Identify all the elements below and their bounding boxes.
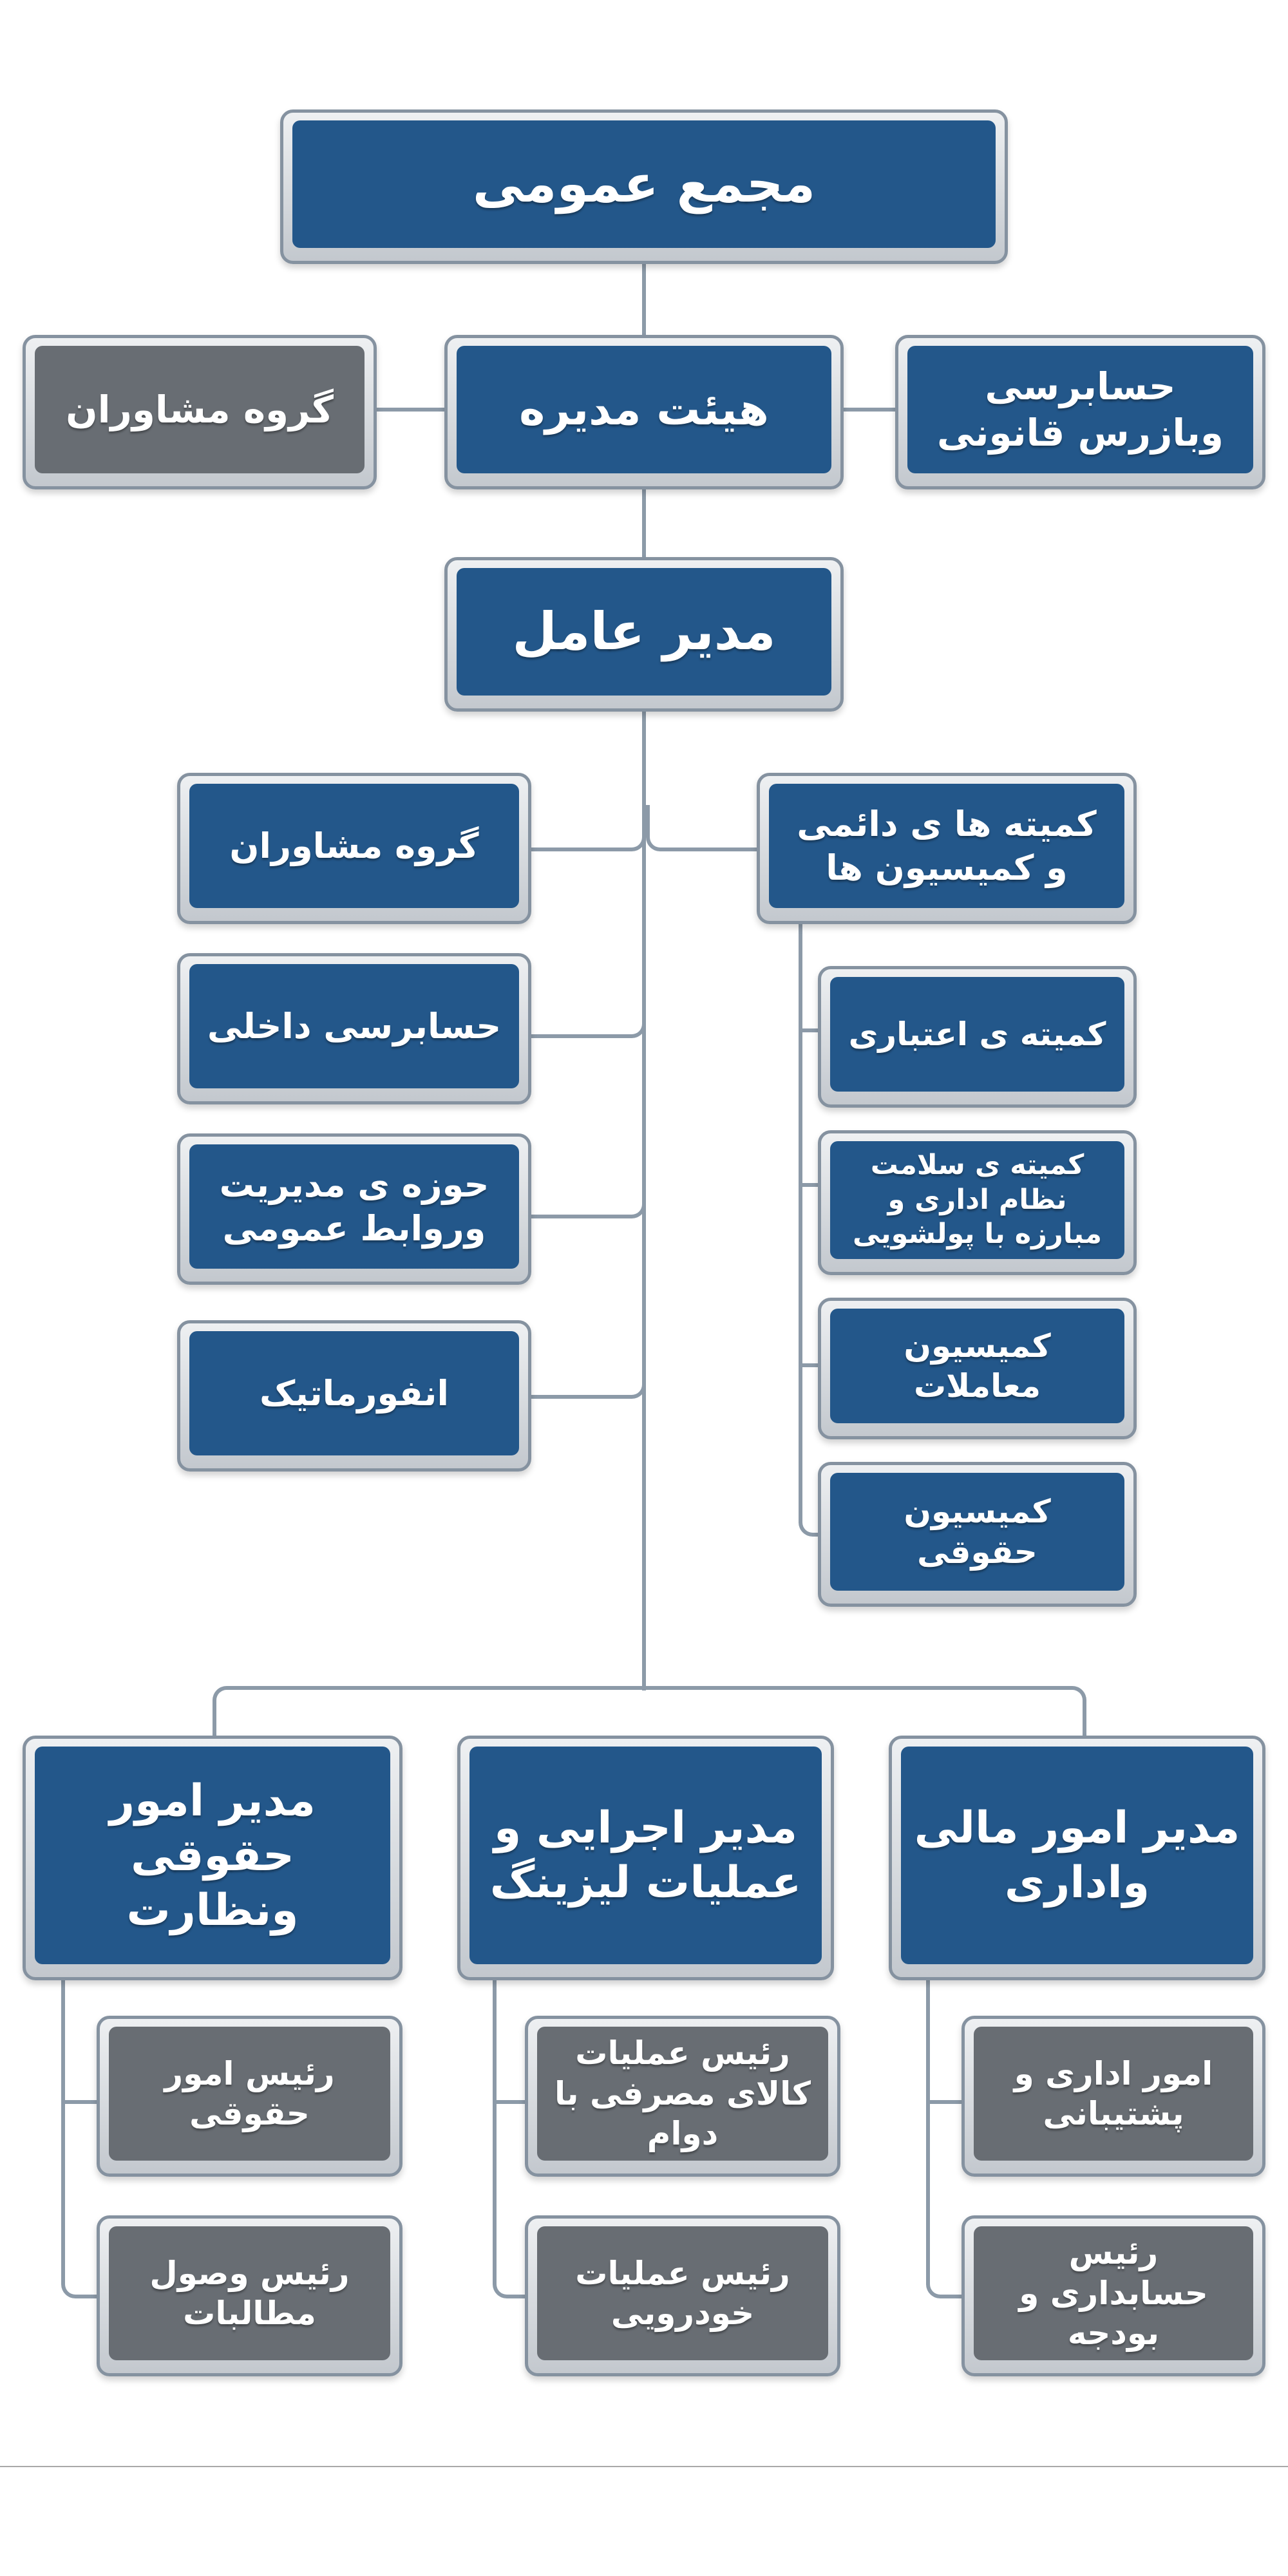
node-label: رئیس حسابداری و بودجه [974, 2226, 1253, 2360]
node-statutory-auditor[interactable]: حسابرسی وبازرس قانونی [895, 335, 1265, 489]
node-label: امور اداری و پشتیبانی [974, 2027, 1253, 2161]
node-head-collections[interactable]: رئیس وصول مطالبات [97, 2215, 402, 2376]
connector-committee-health [802, 1183, 822, 1187]
connector-staff-pr [528, 1172, 646, 1218]
node-general-assembly[interactable]: مجمع عمومی [280, 109, 1008, 264]
connector-staff-it [528, 1352, 646, 1399]
node-label: مجمع عمومی [292, 120, 996, 248]
connector-ops-sub2 [493, 2096, 532, 2298]
connector-committees [646, 805, 766, 851]
connector-committee-credit [802, 1028, 822, 1032]
node-label: مدیر امور مالی واداری [901, 1747, 1253, 1964]
node-label: کمیته ی اعتباری [830, 977, 1124, 1092]
connector-finance-sub2 [926, 2096, 969, 2298]
node-head-vehicle-operations[interactable]: رئیس عملیات خودرویی [525, 2215, 840, 2376]
node-label: حسابرسی داخلی [189, 964, 519, 1088]
node-legal-commission[interactable]: کمیسیون حقوقی [818, 1462, 1137, 1607]
connector-staff-internal-audit [528, 992, 646, 1038]
connector-finance-sub1 [926, 1980, 969, 2104]
node-admin-health-committee[interactable]: کمیته ی سلامت نظام اداری و مبارزه با پول… [818, 1130, 1137, 1275]
node-finance-admin-manager[interactable]: مدیر امور مالی واداری [889, 1736, 1265, 1980]
node-label: کمیته ی سلامت نظام اداری و مبارزه با پول… [830, 1141, 1124, 1259]
node-ceo[interactable]: مدیر عامل [444, 557, 844, 712]
node-management-pr[interactable]: حوزه ی مدیریت وروابط عمومی [177, 1133, 531, 1285]
page-divider [0, 2466, 1288, 2467]
node-label: مدیر عامل [457, 568, 831, 696]
node-internal-audit[interactable]: حسابرسی داخلی [177, 953, 531, 1104]
node-legal-supervision-manager[interactable]: مدیر امور حقوقی ونظارت [23, 1736, 402, 1980]
node-transactions-commission[interactable]: کمیسیون معاملات [818, 1298, 1137, 1439]
node-board-of-directors[interactable]: هیئت مدیره [444, 335, 844, 489]
connector-advisory-board [374, 408, 448, 412]
node-label: انفورماتیک [189, 1331, 519, 1455]
node-committees-header[interactable]: کمیته ها ی دائمی و کمیسیون ها [757, 773, 1137, 924]
connector-board-ceo [642, 484, 646, 562]
node-admin-support[interactable]: امور اداری و پشتیبانی [961, 2016, 1265, 2177]
node-leasing-operations-manager[interactable]: مدیر اجرایی و عملیات لیزینگ [457, 1736, 834, 1980]
connector-committees-spine [799, 924, 802, 1523]
node-informatics[interactable]: انفورماتیک [177, 1320, 531, 1472]
node-ceo-advisory-group[interactable]: گروه مشاوران [177, 773, 531, 924]
connector-assembly-board [642, 261, 646, 341]
connector-legal-sub2 [61, 2096, 104, 2298]
node-head-accounting-budget[interactable]: رئیس حسابداری و بودجه [961, 2215, 1265, 2376]
node-label: حوزه ی مدیریت وروابط عمومی [189, 1144, 519, 1269]
connector-committee-legal [799, 1501, 826, 1537]
node-label: گروه مشاوران [35, 346, 365, 473]
node-label: گروه مشاوران [189, 784, 519, 908]
node-label: رئیس عملیات کالای مصرفی با دوام [537, 2027, 828, 2161]
node-label: کمیته ها ی دائمی و کمیسیون ها [769, 784, 1124, 908]
node-head-legal-affairs[interactable]: رئیس امور حقوقی [97, 2016, 402, 2177]
node-label: هیئت مدیره [457, 346, 831, 473]
node-label: رئیس عملیات خودرویی [537, 2226, 828, 2360]
node-label: کمیسیون معاملات [830, 1309, 1124, 1423]
node-label: مدیر امور حقوقی ونظارت [35, 1747, 390, 1964]
connector-legal-sub1 [61, 1980, 104, 2104]
connector-departments-bus [213, 1686, 1086, 1743]
node-head-durable-goods[interactable]: رئیس عملیات کالای مصرفی با دوام [525, 2016, 840, 2177]
connector-ops-sub1 [493, 1980, 532, 2104]
connector-staff-advisory [528, 805, 646, 851]
node-label: مدیر اجرایی و عملیات لیزینگ [469, 1747, 822, 1964]
node-label: رئیس وصول مطالبات [109, 2226, 390, 2360]
connector-committee-transactions [802, 1363, 822, 1367]
node-label: رئیس امور حقوقی [109, 2027, 390, 2161]
node-label: حسابرسی وبازرس قانونی [907, 346, 1253, 473]
node-board-advisory-group[interactable]: گروه مشاوران [23, 335, 377, 489]
connector-auditor-board [840, 408, 898, 412]
node-credit-committee[interactable]: کمیته ی اعتباری [818, 966, 1137, 1108]
node-label: کمیسیون حقوقی [830, 1473, 1124, 1591]
